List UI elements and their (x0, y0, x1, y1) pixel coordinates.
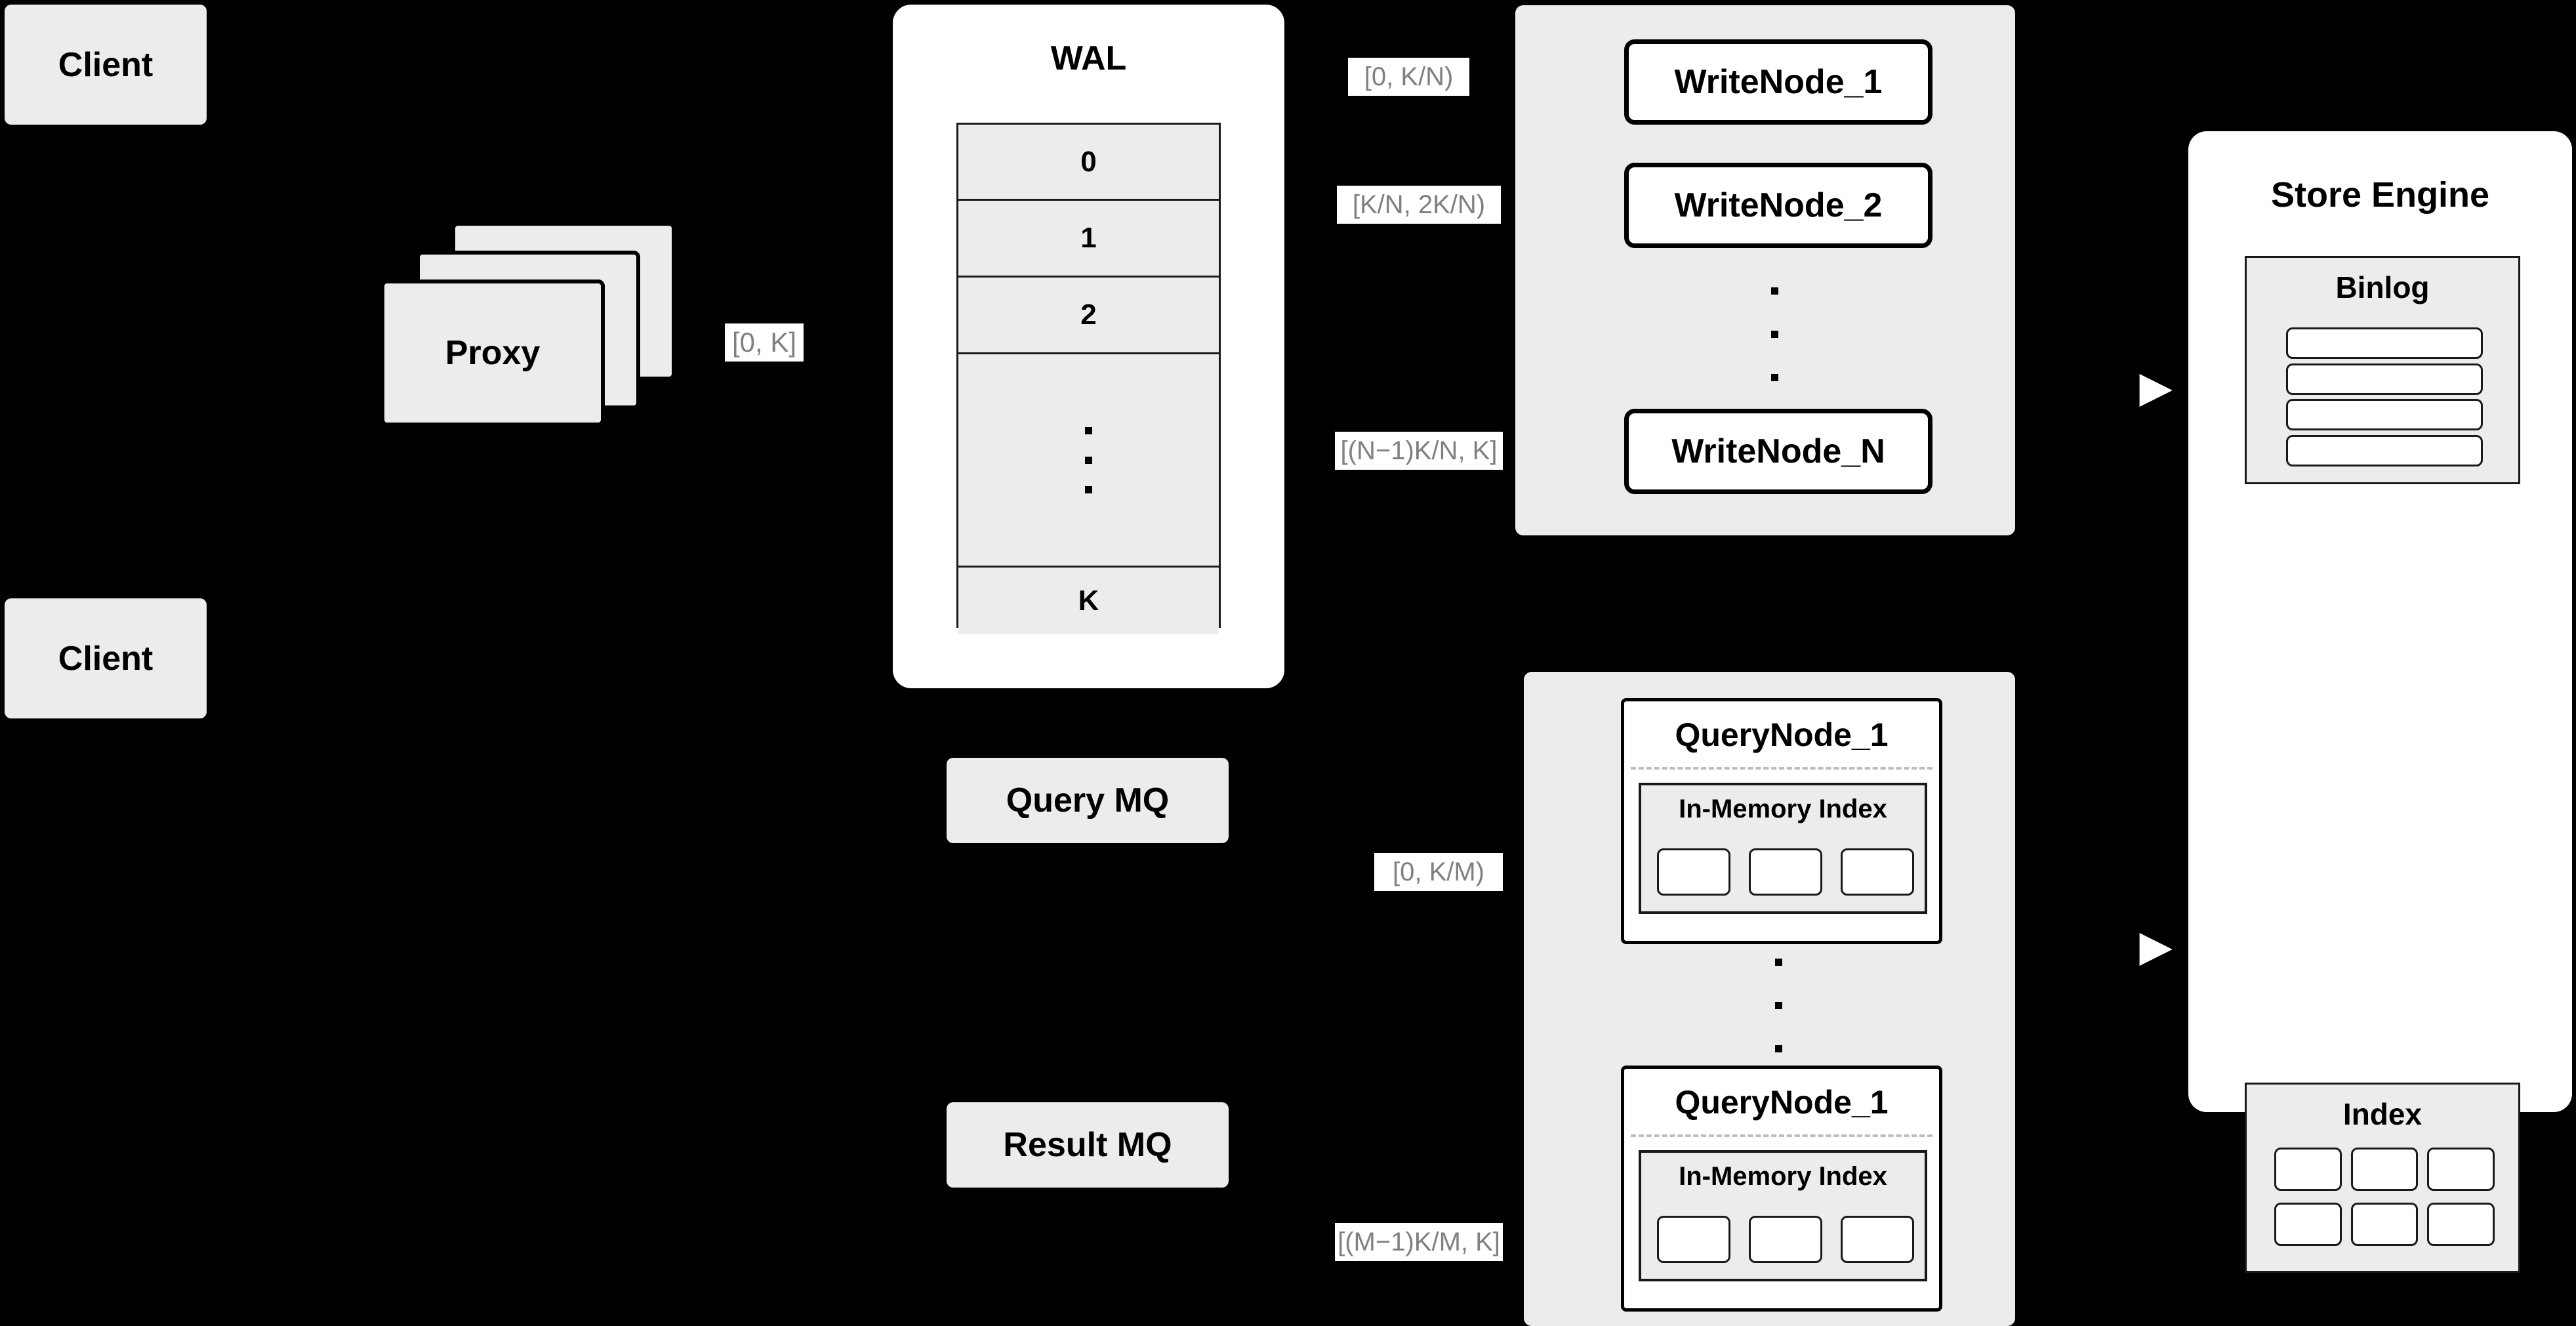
proxy-range-label-text: [0, K] (731, 327, 797, 358)
index-segment[interactable] (1841, 1216, 1914, 1263)
write-node-n[interactable]: WriteNode_N (1624, 409, 1932, 494)
write-cluster-ellipsis-icon (1771, 287, 1778, 381)
binlog-title: Binlog (2335, 270, 2430, 304)
index-panel: Index (2245, 1083, 2520, 1273)
index-segment-row (1657, 1216, 1914, 1263)
write-cluster-panel: WriteNode_1 WriteNode_2 WriteNode_N (1515, 5, 2015, 535)
index-cell[interactable] (2350, 1148, 2419, 1191)
in-memory-index-panel-1: In-Memory Index (1639, 783, 1927, 914)
proxy-label: Proxy (445, 334, 541, 372)
wal-row[interactable]: 0 (958, 125, 1219, 201)
query-node-n-range-label: [(M−1)K/M, K] (1335, 1223, 1503, 1261)
proxy-range-label: [0, K] (725, 323, 804, 362)
query-mq-box[interactable]: Query MQ (947, 758, 1229, 843)
query-node-divider (1631, 1134, 1932, 1137)
wal-row[interactable]: K (958, 568, 1219, 634)
index-cell[interactable] (2427, 1203, 2495, 1246)
index-cell[interactable] (2427, 1148, 2495, 1191)
wal-row-label: K (1078, 584, 1099, 617)
query-node-1[interactable]: QueryNode_1 In-Memory Index (1621, 698, 1942, 944)
wal-row-label: 2 (1080, 299, 1097, 331)
result-mq-label: Result MQ (1003, 1126, 1172, 1164)
index-segment[interactable] (1749, 1216, 1822, 1263)
query-node-divider (1631, 767, 1932, 770)
range-label-text: [(N−1)K/N, K] (1340, 436, 1498, 465)
wal-row-label: 0 (1080, 145, 1097, 178)
write-node-label: WriteNode_N (1671, 432, 1885, 470)
write-node-1-range-label: [0, K/N) (1348, 58, 1469, 96)
proxy-stack[interactable]: Proxy (380, 217, 676, 426)
index-segment[interactable] (1657, 848, 1730, 896)
wal-row[interactable]: 2 (958, 278, 1219, 354)
binlog-entry-list (2286, 327, 2483, 466)
query-node-label: QueryNode_1 (1675, 1084, 1889, 1121)
index-segment-row (1657, 848, 1914, 896)
store-engine-panel: Store Engine Binlog Index (2188, 131, 2572, 1273)
client-box-1[interactable]: Client (5, 5, 207, 125)
wal-table: 0 1 2 K (956, 123, 1221, 634)
result-mq-box[interactable]: Result MQ (947, 1102, 1229, 1188)
query-node-1-range-label: [0, K/M) (1374, 853, 1503, 891)
range-label-text: [0, K/M) (1392, 857, 1485, 886)
index-cell[interactable] (2274, 1203, 2342, 1246)
wal-panel: WAL 0 1 2 K (893, 5, 1284, 688)
wal-row[interactable]: 1 (958, 201, 1219, 278)
range-label-text: [K/N, 2K/N) (1352, 190, 1486, 219)
wal-ellipsis-icon (1085, 426, 1092, 493)
store-engine-title: Store Engine (2270, 175, 2490, 215)
query-node-n[interactable]: QueryNode_1 In-Memory Index (1621, 1066, 1942, 1312)
in-memory-index-panel-2: In-Memory Index (1639, 1150, 1927, 1281)
proxy-box[interactable]: Proxy (380, 280, 605, 426)
write-node-1[interactable]: WriteNode_1 (1624, 39, 1932, 125)
in-memory-index-title: In-Memory Index (1679, 795, 1887, 823)
client-label: Client (58, 45, 153, 84)
client-box-2[interactable]: Client (5, 598, 207, 718)
index-segment[interactable] (1657, 1216, 1730, 1263)
index-title: Index (2342, 1097, 2423, 1131)
index-cell[interactable] (2350, 1203, 2419, 1246)
binlog-panel: Binlog (2245, 256, 2520, 484)
binlog-entry[interactable] (2286, 363, 2483, 395)
write-node-2-range-label: [K/N, 2K/N) (1337, 186, 1501, 224)
client-label: Client (58, 639, 153, 678)
index-cell[interactable] (2274, 1148, 2342, 1191)
index-segment[interactable] (1749, 848, 1822, 896)
query-mq-label: Query MQ (1006, 781, 1170, 819)
wal-title: WAL (1050, 39, 1127, 77)
index-segment[interactable] (1841, 848, 1914, 896)
store-engine-arrows (2119, 390, 2175, 949)
binlog-entry[interactable] (2286, 434, 2483, 466)
binlog-entry[interactable] (2286, 399, 2483, 431)
binlog-entry[interactable] (2286, 327, 2483, 359)
index-grid (2274, 1148, 2495, 1246)
write-node-label: WriteNode_2 (1674, 186, 1883, 224)
write-node-label: WriteNode_1 (1674, 63, 1883, 101)
range-label-text: [0, K/N) (1364, 62, 1454, 91)
query-node-label: QueryNode_1 (1675, 716, 1889, 753)
in-memory-index-title: In-Memory Index (1679, 1162, 1887, 1191)
range-label-text: [(M−1)K/M, K] (1338, 1227, 1500, 1256)
write-node-n-range-label: [(N−1)K/N, K] (1335, 432, 1503, 470)
wal-row-label: 1 (1080, 222, 1097, 254)
write-node-2[interactable]: WriteNode_2 (1624, 163, 1932, 248)
query-cluster-panel: QueryNode_1 In-Memory Index QueryNode_1 … (1524, 672, 2015, 1326)
wal-row-ellipsis (958, 354, 1219, 568)
query-cluster-ellipsis-icon (1775, 959, 1782, 1052)
